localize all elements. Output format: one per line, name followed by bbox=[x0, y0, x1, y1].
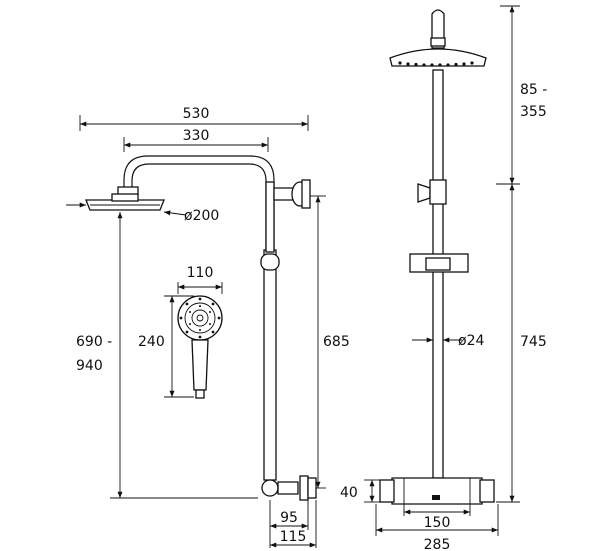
label-240: 240 bbox=[138, 334, 165, 350]
label-height-range-top: 690 - bbox=[76, 334, 112, 350]
shower-head-front bbox=[389, 9, 487, 67]
head-nozzles bbox=[398, 61, 474, 67]
dimension-valve-width: 285 bbox=[375, 504, 499, 551]
label-530: 530 bbox=[183, 106, 210, 122]
label-115: 115 bbox=[280, 529, 307, 545]
dimension-valve-height: 40 bbox=[340, 479, 380, 503]
label-head-adjust-top: 85 - bbox=[520, 82, 547, 98]
riser-rail-front bbox=[409, 69, 469, 479]
dimension-handset-width: 110 bbox=[177, 265, 223, 294]
dimension-overall-width: 530 bbox=[79, 106, 309, 131]
side-view: 530 330 ø200 bbox=[66, 106, 350, 548]
dimension-height-range: 690 - 940 bbox=[76, 212, 258, 499]
label-110: 110 bbox=[187, 265, 214, 281]
dimension-pipe-diameter: ø24 bbox=[412, 333, 484, 349]
label-head-adjust-bottom: 355 bbox=[520, 104, 547, 120]
handset bbox=[177, 295, 223, 399]
handset-nozzles bbox=[179, 297, 221, 339]
dimension-arm-length: 330 bbox=[123, 128, 269, 152]
dimension-vertical-front: 85 - 355 745 bbox=[496, 5, 547, 503]
front-view: ø24 85 - 355 745 40 150 bbox=[340, 5, 547, 551]
shower-head-side: ø200 bbox=[66, 193, 219, 224]
label-95: 95 bbox=[280, 510, 298, 526]
label-head-diameter: ø200 bbox=[184, 208, 219, 224]
label-685: 685 bbox=[323, 334, 350, 350]
dimension-wall-offsets: 95 115 bbox=[269, 500, 317, 548]
label-rail-length: 745 bbox=[520, 334, 547, 350]
riser-rail-side bbox=[260, 179, 317, 501]
label-285: 285 bbox=[424, 537, 451, 551]
thermostatic-valve bbox=[379, 477, 495, 505]
dimension-inlet-centres: 150 bbox=[403, 504, 471, 531]
label-330: 330 bbox=[183, 128, 210, 144]
dimension-handset-length: 240 bbox=[138, 295, 194, 398]
label-height-range-bottom: 940 bbox=[76, 358, 103, 374]
label-pipe-diameter: ø24 bbox=[458, 333, 484, 349]
label-150: 150 bbox=[424, 515, 451, 531]
label-40: 40 bbox=[340, 485, 358, 501]
dimension-riser-length: 685 bbox=[310, 195, 350, 489]
